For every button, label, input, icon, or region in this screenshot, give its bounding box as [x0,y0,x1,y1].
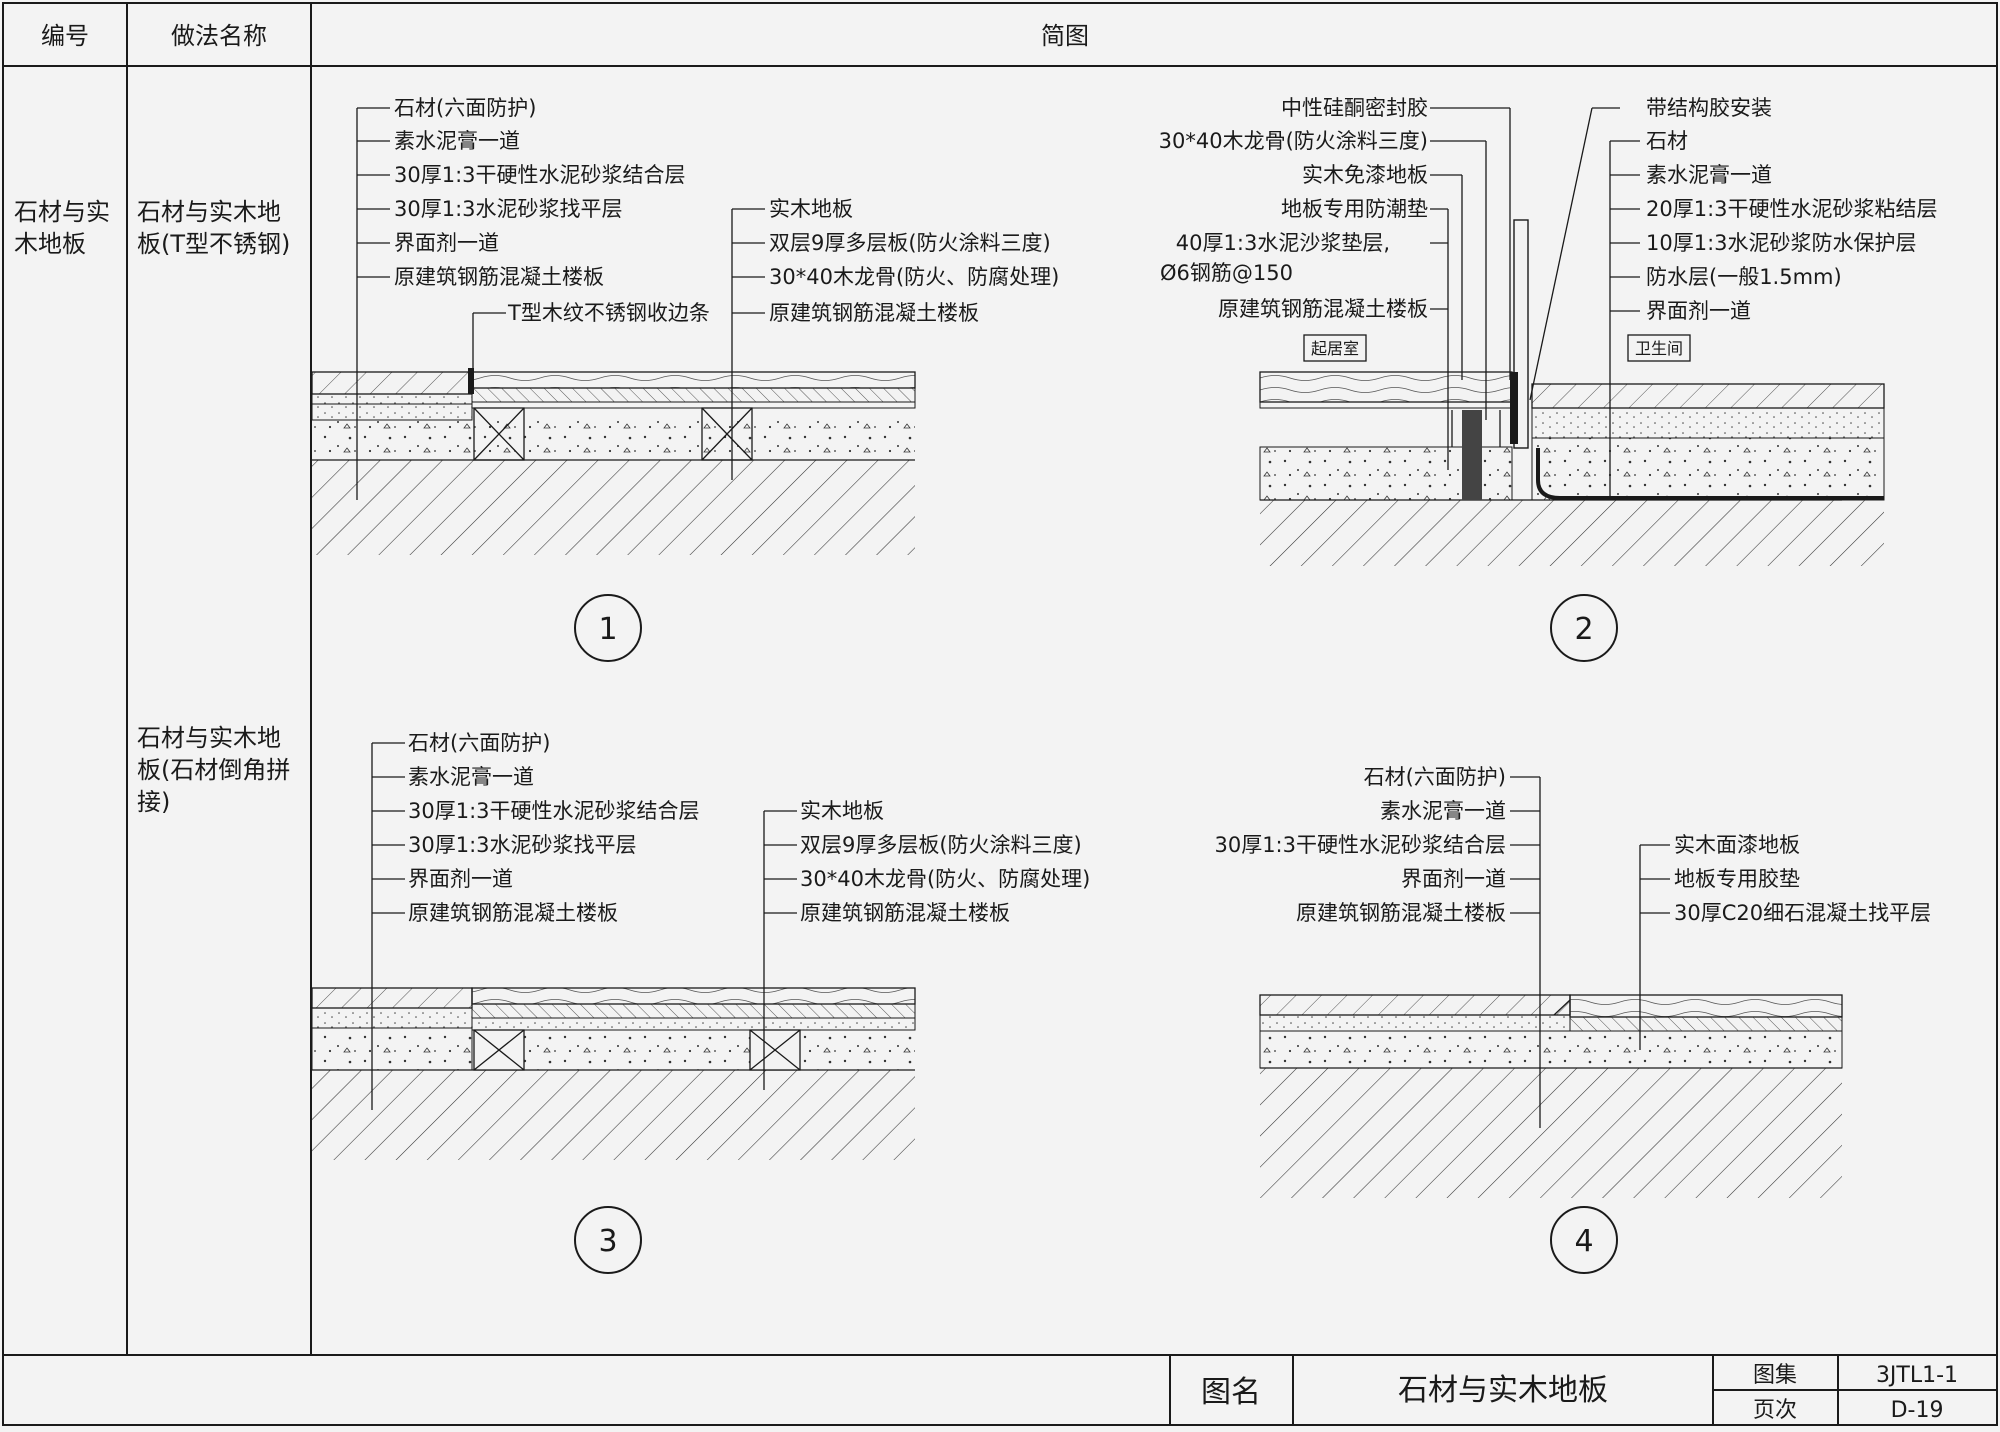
row-number-line-1: 石材与实 [14,198,110,226]
d3-left-label: 界面剂一道 [408,867,513,891]
d4-right-label: 实木面漆地板 [1674,833,1800,857]
detail-2-number: 2 [1574,612,1593,647]
d2-left-label: 地板专用防潮垫 [1281,197,1428,221]
d1-left-label: 素水泥膏一道 [394,129,520,153]
method-2-line-3: 接) [137,788,170,816]
d2-right-label: 20厚1:3干硬性水泥砂浆粘结层 [1646,197,1938,221]
detail-3: 石材(六面防护) 素水泥膏一道 30厚1:3干硬性水泥砂浆结合层 30厚1:3水… [311,731,1090,1274]
d2-right-label: 带结构胶安装 [1646,96,1772,120]
title-name-value: 石材与实木地板 [1398,1373,1608,1408]
detail-2-leaders [1430,107,1640,500]
d2-right-label: 界面剂一道 [1646,299,1751,323]
d1-left-label: 30厚1:3干硬性水泥砂浆结合层 [394,163,686,187]
d3-right-label: 30*40木龙骨(防火、防腐处理) [800,867,1090,891]
d1-left-label: 原建筑钢筋混凝土楼板 [394,265,604,289]
d1-right-label: 原建筑钢筋混凝土楼板 [769,301,979,325]
method-2-line-2: 板(石材倒角拼 [137,756,290,784]
d2-left-label: 30*40木龙骨(防火涂料三度) [1159,129,1428,153]
d1-left-label: 石材(六面防护) [394,96,536,120]
header-method: 做法名称 [171,22,267,50]
detail-2-marker [1550,594,1618,662]
detail-4-number: 4 [1574,1224,1593,1259]
d4-left-label: 界面剂一道 [1401,867,1506,891]
room-tag-frame [1303,334,1367,362]
method-2-line-1: 石材与实木地 [137,724,281,752]
detail-3-leaders [371,742,797,1110]
d2-right-label: 10厚1:3水泥砂浆防水保护层 [1646,231,1917,255]
room-tag-frame [1627,334,1691,362]
detail-1-number: 1 [598,612,617,647]
method-1-line-2: 板(T型不锈钢) [137,230,290,258]
page-label: 页次 [1753,1398,1797,1423]
d3-right-label: 原建筑钢筋混凝土楼板 [800,901,1010,925]
d1-right-label: 实木地板 [769,197,853,221]
detail-2-section [1259,219,1885,566]
atlas-value: 3JTL1-1 [1876,1363,1958,1388]
detail-4-leaders [1510,776,1670,1128]
d4-right-label: 30厚C20细石混凝土找平层 [1674,901,1931,925]
title-block: 图名 石材与实木地板 图集 3JTL1-1 页次 D-19 [1201,1363,1958,1423]
d1-right-label: 30*40木龙骨(防火、防腐处理) [769,265,1059,289]
detail-1-marker [574,594,642,662]
d2-left-label: 中性硅酮密封胶 [1281,96,1428,120]
method-1-line-1: 石材与实木地 [137,198,281,226]
detail-1: 石材(六面防护) 素水泥膏一道 30厚1:3干硬性水泥砂浆结合层 30厚1:3水… [311,96,1059,662]
d2-right-label: 石材 [1646,129,1688,153]
d2-left-label: 40厚1:3水泥沙浆垫层, [1176,231,1390,255]
detail-4-section [1259,994,1843,1198]
d3-right-label: 双层9厚多层板(防火涂料三度) [800,833,1082,857]
room-tag-bathroom: 卫生间 [1635,339,1683,358]
detail-3-marker [574,1206,642,1274]
detail-1-leaders [356,107,765,500]
d4-left-label: 石材(六面防护) [1364,765,1506,789]
detail-3-section [311,987,916,1160]
header-number: 编号 [41,22,89,50]
d4-left-label: 素水泥膏一道 [1380,799,1506,823]
d1-left-label: 30厚1:3水泥砂浆找平层 [394,197,623,221]
detail-1-section [311,368,916,555]
d2-left-label: 实木免漆地板 [1302,163,1428,187]
d1-right-label: 双层9厚多层板(防火涂料三度) [769,231,1051,255]
page-value: D-19 [1891,1398,1944,1423]
atlas-label: 图集 [1753,1363,1797,1388]
detail-4-marker [1550,1206,1618,1274]
d2-right-label: 素水泥膏一道 [1646,163,1772,187]
d4-left-label: 原建筑钢筋混凝土楼板 [1296,901,1506,925]
d3-right-label: 实木地板 [800,799,884,823]
d1-left-label: 界面剂一道 [394,231,499,255]
d3-left-label: 原建筑钢筋混凝土楼板 [408,901,618,925]
d3-left-label: 石材(六面防护) [408,731,550,755]
d2-left-label: 原建筑钢筋混凝土楼板 [1218,297,1428,321]
title-name-label: 图名 [1201,1375,1261,1410]
room-tag-living: 起居室 [1311,339,1359,358]
detail-3-number: 3 [598,1224,617,1259]
detail-4: 石材(六面防护) 素水泥膏一道 30厚1:3干硬性水泥砂浆结合层 界面剂一道 原… [1214,765,1931,1274]
d1-trim-label: T型木纹不锈钢收边条 [507,301,710,325]
detail-2: 中性硅酮密封胶 30*40木龙骨(防火涂料三度) 实木免漆地板 地板专用防潮垫 … [1159,96,1938,662]
d3-left-label: 30厚1:3干硬性水泥砂浆结合层 [408,799,700,823]
d2-right-label: 防水层(一般1.5mm) [1646,265,1842,289]
d4-right-label: 地板专用胶垫 [1674,867,1800,891]
d3-left-label: 素水泥膏一道 [408,765,534,789]
d2-left-label: Ø6钢筋@150 [1160,261,1293,285]
header-diagram: 简图 [1041,22,1089,50]
row-number-line-2: 木地板 [14,230,86,258]
d4-left-label: 30厚1:3干硬性水泥砂浆结合层 [1214,833,1506,857]
d3-left-label: 30厚1:3水泥砂浆找平层 [408,833,637,857]
